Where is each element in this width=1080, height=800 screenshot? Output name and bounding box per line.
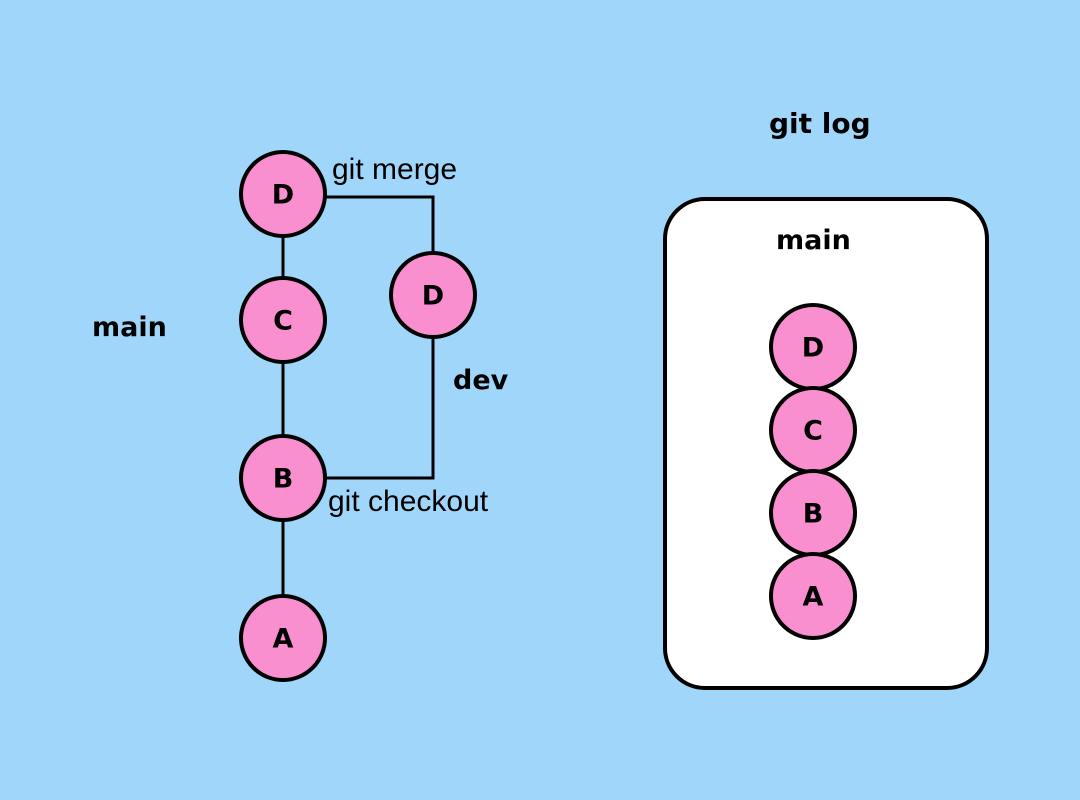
commit-circle [389,251,477,339]
commit-label: A [273,624,294,655]
edge-label-git-checkout: git checkout [328,485,489,518]
commit-label: D [422,281,444,312]
log-commit-a[interactable]: A [769,552,857,640]
edge-checkout-elbow [283,295,435,480]
commit-label: B [803,499,824,530]
commit-node-main-a[interactable]: A [239,594,327,682]
commit-label: C [273,306,293,337]
commit-circle [239,150,327,238]
branch-label-dev: dev [453,365,509,396]
git-log-panel: D C B A [663,197,989,690]
commit-circle [239,276,327,364]
log-commit-d[interactable]: D [769,303,857,391]
commit-label: D [272,180,294,211]
commit-label: C [803,416,823,447]
commit-circle [239,594,327,682]
commit-node-main-b[interactable]: B [239,434,327,522]
commit-node-dev-d[interactable]: D [389,251,477,339]
panel-branch-label-main: main [776,225,851,256]
commit-label: B [273,464,294,495]
log-commit-c[interactable]: C [769,386,857,474]
edge-label-git-merge: git merge [332,153,458,186]
log-commit-b[interactable]: B [769,469,857,557]
git-log-title: git log [769,107,871,140]
commit-label: A [803,582,824,613]
commit-circle [769,552,857,640]
branch-label-main-left: main [92,312,167,343]
commit-label: D [802,333,824,364]
commit-node-main-c[interactable]: C [239,276,327,364]
commit-circle [239,434,327,522]
commit-node-main-d[interactable]: D [239,150,327,238]
